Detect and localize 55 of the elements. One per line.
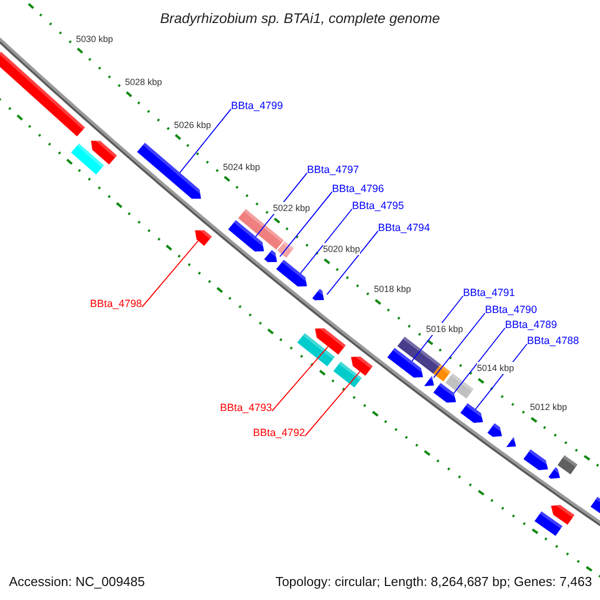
title: Bradyrhizobium sp. BTAi1, complete genome	[159, 9, 441, 27]
gene-label: BBta_4791	[463, 287, 515, 299]
scale-label: 5030 kbp	[76, 33, 114, 45]
scale-label: 5012 kbp	[530, 401, 568, 413]
scale-label: 5020 kbp	[323, 243, 360, 255]
gene-shape	[195, 230, 212, 246]
genome-info: Accession: NC_009485	[9, 574, 145, 590]
gene-shape	[424, 376, 434, 386]
scale-label: 5028 kbp	[125, 76, 162, 88]
feature-bar	[397, 336, 441, 374]
feature-bar	[558, 455, 578, 474]
leader-line	[300, 208, 352, 274]
scale-label: 5014 kbp	[477, 362, 514, 374]
gene-label: BBta_4797	[307, 164, 359, 176]
gene-shape	[506, 437, 516, 448]
gene-shape	[91, 140, 117, 165]
leader-line	[304, 371, 360, 436]
gene-shape	[315, 328, 346, 355]
gene-label: BBta_4790	[485, 304, 537, 316]
scale-label: 5018 kbp	[374, 283, 412, 295]
gene-label: BBta_4788	[527, 335, 579, 347]
gene-label: BBta_4793	[220, 402, 272, 414]
scale-label: 5022 kbp	[273, 202, 310, 214]
gene-shape	[548, 467, 560, 479]
gene-label: BBta_4789	[505, 319, 557, 331]
gene-shape	[460, 403, 483, 423]
gene-shape	[137, 142, 201, 199]
gene-shape	[264, 250, 277, 262]
leader-line	[279, 192, 332, 258]
leader-line	[433, 312, 486, 378]
leader-line	[453, 328, 506, 394]
genome-info: Topology: circular; Length: 8,264,687 bp; Genes: 7,463	[275, 574, 592, 590]
gene-label: BBta_4794	[378, 222, 430, 234]
gene-shape	[551, 504, 574, 525]
gene-label: BBta_4796	[332, 183, 384, 195]
leader-line	[326, 230, 378, 296]
gene-shape	[487, 423, 502, 437]
scale-label: 5026 kbp	[174, 119, 212, 131]
feature-bar	[277, 241, 294, 258]
leader-line	[272, 346, 329, 412]
gene-shape	[0, 52, 86, 136]
gene-label: BBta_4795	[352, 200, 404, 212]
gene-label: BBta_4792	[253, 427, 305, 439]
gene-shape	[524, 449, 548, 470]
gene-label: BBta_4799	[231, 100, 283, 112]
scale-label: 5024 kbp	[223, 161, 260, 173]
leader-line	[179, 108, 232, 174]
scale-label: 5016 kbp	[426, 323, 464, 335]
gene-label: BBta_4798	[90, 298, 142, 310]
gene-shape	[312, 288, 324, 300]
gene-shape	[351, 356, 373, 376]
gene-shape	[590, 496, 600, 516]
feature-bar	[433, 364, 451, 382]
leader-line	[142, 240, 199, 308]
feature-bar	[445, 373, 474, 399]
